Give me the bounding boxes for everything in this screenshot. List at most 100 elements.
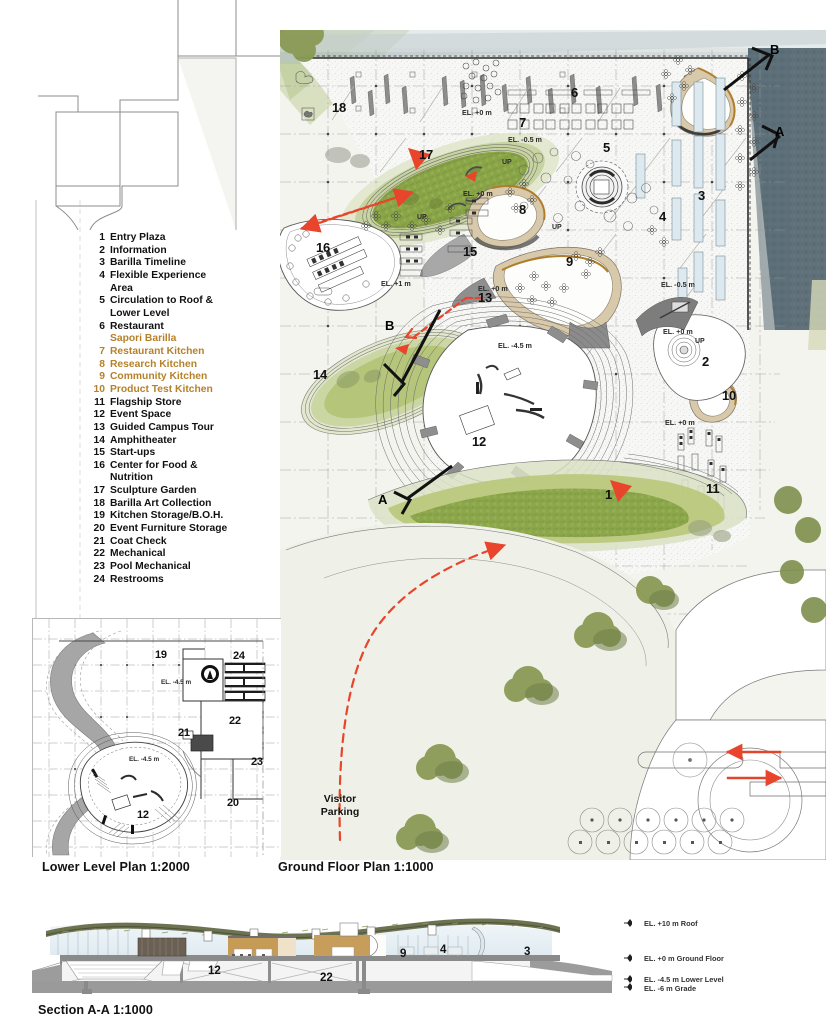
legend-item-number: 8 bbox=[99, 358, 105, 370]
plan-tag-18: 18 bbox=[332, 100, 347, 115]
plan-tag-2: 2 bbox=[702, 354, 710, 369]
section-marker-a-top: A bbox=[775, 124, 785, 139]
legend-item: 15 Start-ups bbox=[88, 447, 256, 460]
legend-item-label: Sapori Barilla bbox=[110, 333, 177, 345]
plan-tag-16: 16 bbox=[316, 240, 331, 255]
plan-tag-1: 1 bbox=[605, 487, 613, 502]
legend-item-label: Product Test Kitchen bbox=[110, 383, 213, 395]
legend-item-number: 3 bbox=[99, 257, 105, 269]
section-marker-b-top: B bbox=[770, 42, 780, 57]
plan-tag-7: 7 bbox=[519, 115, 527, 130]
elevation-label: EL. -0.5 m bbox=[661, 280, 695, 289]
legend-item-label: Area bbox=[110, 282, 133, 294]
legend-item-label: Community Kitchen bbox=[110, 371, 208, 383]
plan-tag-3: 3 bbox=[698, 188, 706, 203]
legend-item-label: Lower Level bbox=[110, 307, 170, 319]
up-marker: UP bbox=[552, 224, 562, 231]
lower-level-plan-svg bbox=[33, 619, 281, 857]
legend-item-number: 21 bbox=[93, 535, 105, 547]
section-marker-b-bottom: B bbox=[385, 318, 395, 333]
caption-ground-floor-plan: Ground Floor Plan 1:1000 bbox=[278, 860, 434, 874]
lower-tag-24: 24 bbox=[233, 650, 245, 662]
plan-tag-13: 13 bbox=[478, 290, 493, 305]
legend-item-label: Entry Plaza bbox=[110, 232, 166, 243]
plan-tag-14: 14 bbox=[313, 367, 328, 382]
context-site-left bbox=[35, 200, 81, 630]
up-marker: UP bbox=[502, 159, 512, 166]
legend-item: 22 Mechanical bbox=[88, 548, 256, 561]
legend-item-number: 14 bbox=[93, 434, 105, 446]
section-tag-4: 4 bbox=[440, 944, 447, 956]
elevation-label: EL. +1 m bbox=[381, 279, 411, 288]
elevation-label: EL. +0 m bbox=[463, 189, 493, 198]
section-tag-12: 12 bbox=[208, 965, 221, 977]
legend-item-label: Center for Food & bbox=[110, 459, 198, 471]
elevation-label: EL. +0 m bbox=[478, 284, 508, 293]
section-elevation-grade: EL. -6 m Grade bbox=[644, 984, 697, 993]
up-marker: UP bbox=[417, 214, 427, 221]
legend-item-label: Flexible Experience bbox=[110, 269, 207, 281]
plan-tag-8: 8 bbox=[519, 202, 527, 217]
section-aa-drawing: 12 22 9 4 3 EL. +10 m Roof EL. +0 m Grou… bbox=[31, 905, 724, 1000]
legend-item-number: 5 bbox=[99, 295, 105, 307]
legend-item-number: 13 bbox=[93, 421, 105, 433]
legend-item-label: Barilla Timeline bbox=[110, 257, 186, 269]
legend-item-label: Pool Mechanical bbox=[110, 561, 191, 573]
legend-item: 1 Entry Plaza bbox=[88, 232, 256, 245]
section-elevation-ground: EL. +0 m Ground Floor bbox=[644, 954, 724, 963]
legend-item-number: 24 bbox=[93, 573, 105, 585]
section-marker-a-bottom: A bbox=[378, 492, 388, 507]
legend-item-number: 10 bbox=[93, 383, 105, 395]
legend-item-number: 16 bbox=[93, 459, 105, 471]
legend-item-label: Mechanical bbox=[110, 548, 166, 560]
legend-item-number: 20 bbox=[93, 523, 105, 535]
legend-item-number: 22 bbox=[93, 548, 105, 560]
lower-elevation-label: EL. -4.5 m bbox=[129, 756, 160, 763]
legend-item: Area bbox=[88, 283, 256, 296]
visitor-parking-line1: Visitor bbox=[323, 793, 357, 805]
elevation-label: EL. +0 m bbox=[665, 418, 695, 427]
visitor-parking-label: Visitor Parking bbox=[305, 793, 375, 818]
section-tag-22: 22 bbox=[320, 972, 333, 984]
legend-item-number: 19 bbox=[93, 510, 105, 522]
plan-tag-17: 17 bbox=[419, 147, 434, 162]
section-aa-svg bbox=[31, 918, 636, 994]
lower-tag-12: 12 bbox=[137, 809, 149, 821]
legend-item-label: Information bbox=[110, 244, 167, 256]
legend-item-label: Circulation to Roof & bbox=[110, 295, 213, 307]
elevation-label: EL. -4.5 m bbox=[498, 341, 532, 350]
legend-item: Lower Level bbox=[88, 308, 256, 321]
legend-item-label: Restaurant bbox=[110, 320, 164, 332]
lower-tag-19: 19 bbox=[155, 649, 167, 661]
legend-item-number: 18 bbox=[93, 497, 105, 509]
legend-item: 24 Restrooms bbox=[88, 574, 256, 587]
legend-item-label: Start-ups bbox=[110, 447, 156, 459]
legend-item-label: Sculpture Garden bbox=[110, 485, 197, 497]
plan-tag-4: 4 bbox=[659, 209, 667, 224]
caption-lower-level-plan: Lower Level Plan 1:2000 bbox=[42, 860, 190, 874]
ground-floor-plan-drawing: 18 17 7 6 5 3 4 8 16 15 9 13 14 12 2 10 … bbox=[280, 30, 826, 860]
ground-floor-plan-svg bbox=[280, 30, 826, 860]
legend-item-number: 15 bbox=[93, 447, 105, 459]
legend-item: Sapori Barilla bbox=[88, 333, 256, 346]
plan-tag-6: 6 bbox=[571, 85, 579, 100]
legend-item-number: 11 bbox=[94, 396, 105, 408]
legend-item-number: 1 bbox=[99, 232, 105, 243]
legend-item-number: 6 bbox=[99, 320, 105, 332]
context-buildings bbox=[38, 0, 280, 230]
legend-item-label: Restrooms bbox=[110, 573, 164, 585]
legend-item-number: 12 bbox=[93, 409, 105, 421]
legend-item-label: Nutrition bbox=[110, 472, 153, 484]
